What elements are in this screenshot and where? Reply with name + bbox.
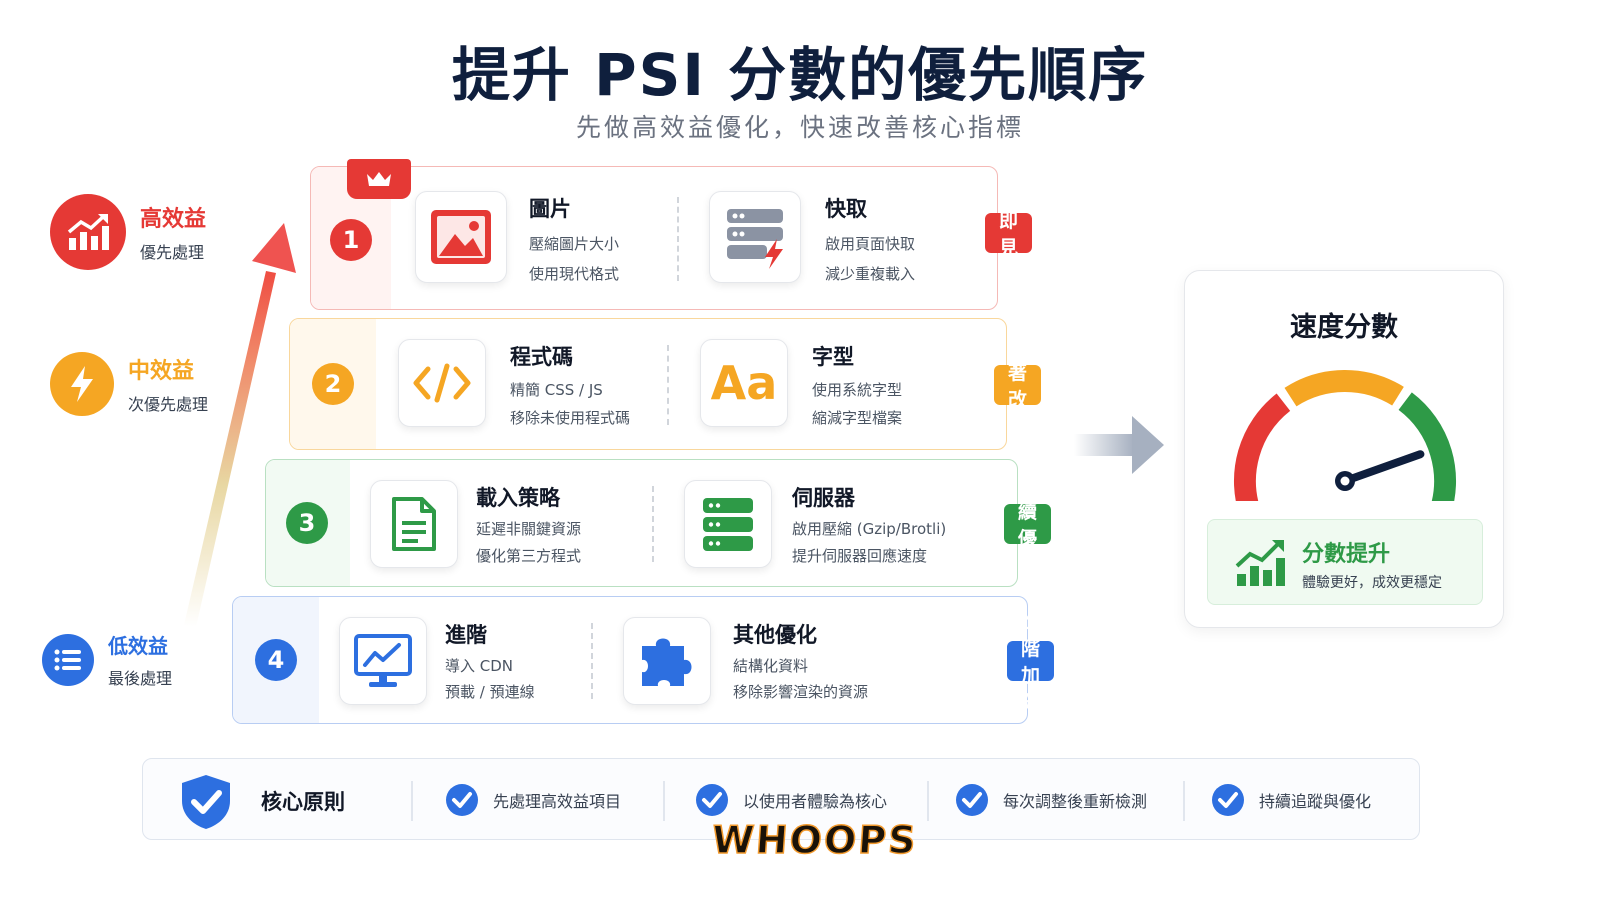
item-line: 預載 / 預連線 — [445, 683, 535, 701]
divider — [927, 781, 929, 821]
tier-badge: 立即見效 — [985, 183, 1033, 286]
legend-sub: 次優先處理 — [128, 395, 209, 414]
core-principles-bar: 核心原則 先處理高效益項目 以使用者體驗為核心 每次調整後重新檢測 持續追蹤與優… — [142, 758, 1420, 840]
tier-badge: 進階加分 — [1007, 611, 1055, 714]
item-line: 啟用壓縮 (Gzip/Brotli) — [792, 520, 947, 538]
item-line: 移除未使用程式碼 — [510, 409, 631, 427]
item-title: 程式碼 — [510, 345, 573, 369]
tier-1-card: 1 圖片 壓縮圖片大小 使用現代格式 快取 啟用頁面快取 減少重複載入 立即見效 — [310, 159, 1033, 310]
check-circle-icon — [956, 784, 988, 816]
item-line: 結構化資料 — [733, 657, 809, 675]
gauge-segment-red — [1234, 393, 1291, 501]
score-up-panel: 分數提升 體驗更好，成效更穩定 — [1207, 519, 1483, 605]
page-subtitle: 先做高效益優化，快速改善核心指標 — [575, 113, 1024, 142]
result-title: 分數提升 — [1302, 542, 1391, 567]
tier-number: 3 — [286, 502, 328, 544]
result-sub: 體驗更好，成效更穩定 — [1302, 575, 1442, 591]
code-icon — [398, 339, 486, 427]
gauge-segment-orange — [1284, 369, 1404, 407]
chart-up-icon — [1235, 540, 1285, 586]
list-icon — [42, 633, 94, 686]
legend-title: 中效益 — [128, 359, 195, 384]
tier-number: 4 — [255, 639, 297, 681]
tier-3-card: 3 載入策略 延遲非關鍵資源 優化第三方程式 伺服器 啟用壓縮 (Gzip/Br… — [265, 459, 1052, 587]
gauge-needle — [1341, 450, 1425, 485]
item-line: 提升伺服器回應速度 — [792, 547, 928, 565]
crown-icon — [347, 159, 411, 199]
cache-server-icon — [709, 191, 801, 283]
item-line: 導入 CDN — [445, 657, 514, 675]
divider — [663, 781, 665, 821]
legend-title: 低效益 — [108, 634, 168, 658]
puzzle-icon — [623, 617, 711, 705]
priority-arrow — [184, 223, 296, 627]
check-circle-icon — [1212, 784, 1244, 816]
principle-label: 每次調整後重新檢測 — [1003, 792, 1148, 811]
check-circle-icon — [446, 784, 478, 816]
font-icon: Aa — [700, 339, 788, 427]
principle-label: 以使用者體驗為核心 — [743, 792, 888, 811]
tier-2-card: 2 程式碼 精簡 CSS / JS 移除未使用程式碼 Aa 字型 使用系統字型 … — [289, 318, 1042, 450]
tier-badge: 顯著改善 — [994, 335, 1042, 438]
page-title: 提升 PSI 分數的優先順序 — [451, 41, 1149, 109]
server-icon — [684, 480, 772, 568]
divider — [411, 781, 413, 821]
principle-label: 先處理高效益項目 — [493, 792, 622, 811]
divider — [667, 345, 669, 425]
item-line: 減少重複載入 — [825, 265, 916, 283]
font-glyph: Aa — [710, 356, 778, 410]
divider — [652, 486, 654, 562]
speed-title: 速度分數 — [1290, 312, 1398, 343]
lightning-icon — [50, 352, 114, 416]
item-title: 快取 — [825, 197, 867, 221]
item-line: 啟用頁面快取 — [825, 235, 916, 253]
legend-sub: 優先處理 — [140, 243, 205, 262]
shield-check-icon — [182, 775, 230, 829]
tier-4-card: 4 進階 導入 CDN 預載 / 預連線 其他優化 結構化資料 移除影響渲染的資… — [232, 596, 1055, 724]
flow-arrow-icon — [1074, 416, 1164, 474]
principle-label: 持續追蹤與優化 — [1259, 792, 1372, 811]
image-icon — [415, 191, 507, 283]
monitor-chart-icon — [339, 617, 427, 705]
item-title: 其他優化 — [733, 623, 817, 647]
legend-low: 低效益 最後處理 — [42, 630, 172, 689]
item-line: 精簡 CSS / JS — [510, 381, 603, 399]
divider — [1183, 781, 1185, 821]
tier-number: 1 — [330, 219, 372, 261]
whoops-watermark: WHOOPS — [710, 817, 920, 863]
tier-badge: 持續優化 — [1004, 474, 1052, 577]
principle-item: 持續追蹤與優化 — [1211, 783, 1371, 817]
item-line: 移除影響渲染的資源 — [733, 683, 869, 701]
trend-up-icon — [50, 194, 126, 270]
item-line: 壓縮圖片大小 — [529, 235, 620, 253]
check-circle-icon — [696, 784, 728, 816]
legend-mid: 中效益 次優先處理 — [50, 352, 208, 416]
item-title: 進階 — [445, 623, 487, 647]
item-line: 延遲非關鍵資源 — [476, 520, 582, 538]
speed-gauge — [1234, 369, 1456, 501]
principle-item: 以使用者體驗為核心 — [695, 783, 887, 817]
principles-title: 核心原則 — [261, 790, 345, 814]
item-line: 使用現代格式 — [529, 265, 620, 283]
legend-sub: 最後處理 — [108, 669, 173, 688]
item-title: 圖片 — [529, 197, 571, 221]
item-line: 縮減字型檔案 — [812, 409, 903, 427]
divider — [591, 623, 593, 699]
item-title: 伺服器 — [792, 486, 855, 510]
principle-item: 每次調整後重新檢測 — [955, 783, 1147, 817]
principle-item: 先處理高效益項目 — [445, 783, 621, 817]
speed-score-card: 速度分數 分數提升 體驗更好，成效更穩定 — [1184, 270, 1504, 628]
legend-title: 高效益 — [140, 207, 207, 232]
item-line: 優化第三方程式 — [476, 547, 582, 565]
tier-number: 2 — [312, 363, 354, 405]
gauge-segment-green — [1398, 392, 1456, 501]
item-title: 字型 — [812, 345, 854, 369]
item-title: 載入策略 — [476, 486, 560, 510]
item-line: 使用系統字型 — [812, 381, 903, 399]
divider — [677, 197, 679, 281]
document-icon — [370, 480, 458, 568]
legend-high: 高效益 優先處理 — [50, 194, 206, 270]
